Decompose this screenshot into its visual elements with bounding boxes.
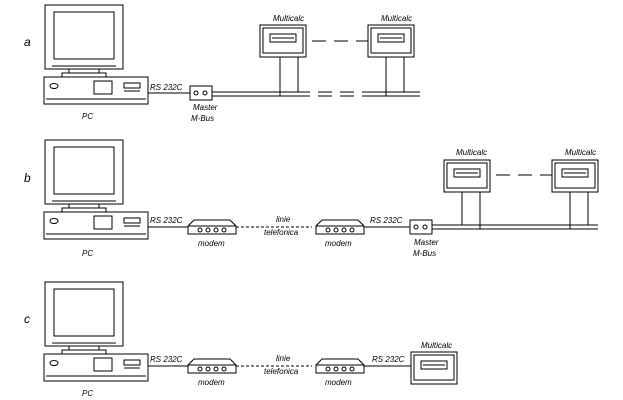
linie-label-b: linie	[276, 215, 291, 224]
pc-c	[43, 281, 149, 382]
pc-label-b: PC	[82, 249, 93, 258]
master-mbus-a	[189, 85, 213, 101]
modem-label-c2: modem	[325, 378, 352, 387]
row-label-a: a	[24, 35, 31, 49]
modem-c1	[187, 358, 237, 374]
modem-b1	[187, 219, 237, 235]
rs232c-label-b2: RS 232C	[370, 216, 403, 225]
pc-a	[43, 4, 149, 105]
pc-label-c: PC	[82, 389, 93, 398]
row-label-c: c	[24, 312, 30, 326]
multicalc-c	[410, 351, 458, 385]
multicalc-b1	[443, 159, 491, 193]
mbus-label-b: M-Bus	[413, 249, 436, 258]
multicalc-label-a1: Multicalc	[273, 14, 304, 23]
row-label-b: b	[24, 171, 31, 185]
linie-label-c: linie	[276, 354, 291, 363]
multicalc-label-b1: Multicalc	[456, 148, 487, 157]
modem-label-b1: modem	[198, 239, 225, 248]
rs232c-label-c1: RS 232C	[150, 355, 183, 364]
multicalc-label-c: Multicalc	[421, 341, 452, 350]
pc-b	[43, 139, 149, 240]
mbus-label-a: M-Bus	[191, 114, 214, 123]
telefonica-label-c: telefonica	[264, 367, 299, 376]
rs232c-label-b1: RS 232C	[150, 216, 183, 225]
pc-label-a: PC	[82, 112, 93, 121]
telefonica-label-b: telefonica	[264, 228, 299, 237]
rs232c-label-a: RS 232C	[150, 83, 183, 92]
multicalc-a2	[367, 24, 415, 58]
multicalc-a1	[259, 24, 307, 58]
modem-label-c1: modem	[198, 378, 225, 387]
rs232c-label-c2: RS 232C	[372, 355, 405, 364]
multicalc-label-a2: Multicalc	[381, 14, 412, 23]
master-label-a: Master	[193, 103, 218, 112]
multicalc-label-b2: Multicalc	[565, 148, 596, 157]
modem-c2	[315, 358, 365, 374]
multicalc-b2	[551, 159, 599, 193]
modem-b2	[315, 219, 365, 235]
master-label-b: Master	[414, 238, 439, 247]
modem-label-b2: modem	[325, 239, 352, 248]
master-mbus-b	[409, 219, 433, 235]
